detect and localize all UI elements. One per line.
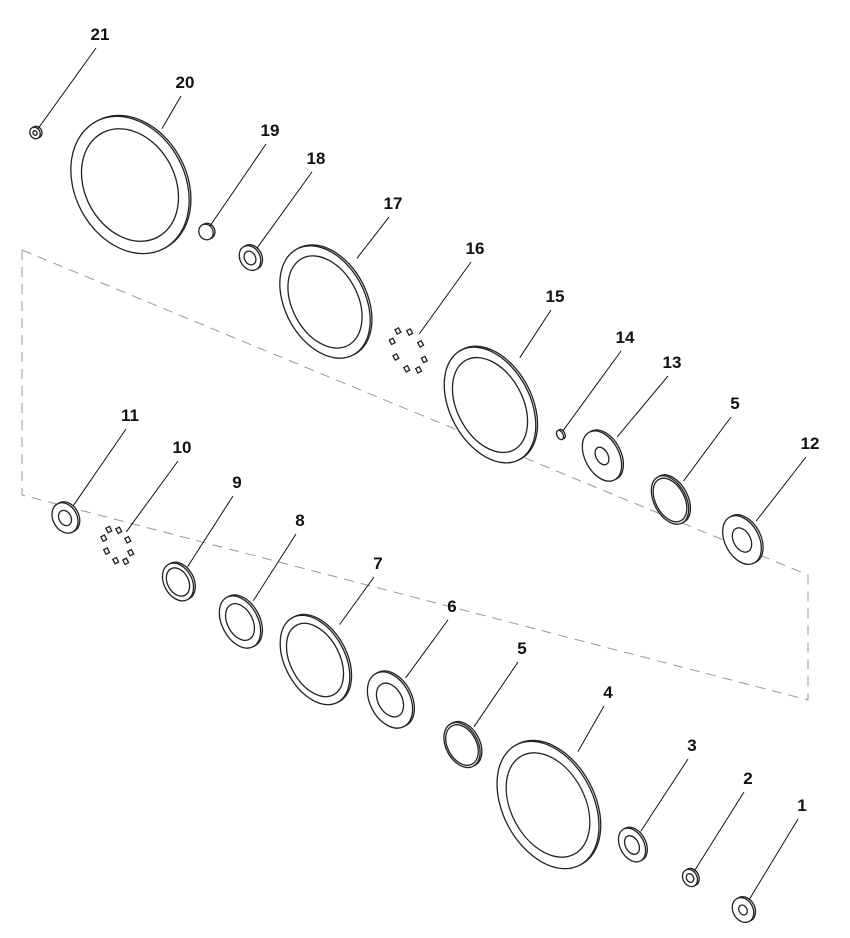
callout-label: 9	[232, 473, 241, 492]
part-16-segment	[420, 355, 429, 364]
part-3	[617, 826, 648, 863]
callout-label: 10	[173, 438, 192, 457]
part-16-segment	[394, 326, 402, 336]
leader-line-1	[748, 818, 799, 901]
leader-line-9	[187, 495, 234, 568]
part-18	[238, 244, 264, 272]
part-10	[99, 525, 135, 566]
callout-label: 5	[730, 394, 739, 413]
leader-line-21	[37, 47, 97, 129]
callout-label: 12	[801, 434, 820, 453]
part-10-segment	[124, 535, 132, 544]
part-10-segment	[104, 525, 113, 534]
leader-line-11	[72, 428, 127, 507]
part-16-segment	[392, 352, 400, 362]
leader-line-12	[755, 456, 807, 522]
leader-line-7	[339, 576, 375, 625]
callout-label: 6	[447, 597, 456, 616]
part-5	[443, 720, 483, 769]
part-16-segment	[388, 337, 397, 346]
part-2	[681, 867, 700, 888]
part-10-segment	[99, 534, 108, 543]
part-4	[496, 739, 602, 870]
callout-label: 5	[517, 639, 526, 658]
part-11	[51, 501, 81, 534]
callout-label: 16	[466, 239, 485, 258]
part-17	[279, 244, 373, 359]
leader-line-3	[640, 758, 689, 832]
part-10-segment	[114, 526, 123, 535]
callout-label: 7	[373, 554, 382, 573]
leader-line-20	[161, 95, 182, 129]
leader-line-19	[209, 143, 267, 227]
part-1	[731, 896, 757, 924]
part-16-segment	[416, 339, 425, 348]
part-5	[650, 474, 692, 525]
part-20	[70, 114, 192, 255]
leader-line-15	[519, 309, 552, 359]
part-16-segment	[414, 365, 423, 374]
leader-line-6	[405, 619, 449, 679]
leader-line-16	[418, 261, 472, 335]
leader-line-5	[683, 416, 732, 482]
leader-line-5	[473, 661, 519, 728]
callout-label: 14	[616, 328, 635, 347]
part-16-segment	[405, 328, 414, 337]
callout-label: 21	[91, 25, 110, 44]
part-13	[581, 429, 625, 482]
leader-line-18	[256, 171, 313, 249]
part-21	[29, 125, 43, 140]
callout-label: 4	[603, 683, 613, 702]
callout-label: 19	[261, 121, 280, 140]
part-12	[722, 514, 764, 565]
callout-label: 17	[384, 194, 403, 213]
part-9	[161, 561, 196, 602]
assembly-group-outline	[21, 249, 809, 701]
leader-line-4	[577, 705, 605, 752]
part-7	[279, 613, 353, 706]
leader-line-10	[125, 460, 179, 533]
callout-label: 18	[307, 149, 326, 168]
part-8	[218, 594, 264, 649]
part-10-segment	[121, 557, 130, 566]
part-16	[388, 326, 429, 374]
callout-label: 11	[121, 406, 139, 425]
callout-label: 15	[546, 287, 565, 306]
callout-label: 8	[295, 511, 304, 530]
part-15	[443, 345, 539, 464]
callout-label: 2	[743, 769, 752, 788]
leader-line-8	[252, 533, 297, 601]
part-14	[555, 428, 566, 441]
leader-line-13	[616, 375, 669, 438]
leader-line-14	[562, 350, 622, 432]
part-16-segment	[402, 364, 411, 373]
callout-label: 20	[176, 73, 195, 92]
leader-line-17	[356, 216, 390, 259]
callout-label: 1	[797, 796, 806, 815]
part-6	[366, 670, 416, 729]
part-19	[198, 222, 216, 241]
callout-label: 3	[687, 736, 696, 755]
part-10-segment	[102, 547, 111, 556]
part-10-segment	[111, 556, 120, 565]
leader-line-2	[693, 791, 745, 872]
callout-label: 13	[663, 353, 682, 372]
part-10-segment	[126, 548, 135, 557]
